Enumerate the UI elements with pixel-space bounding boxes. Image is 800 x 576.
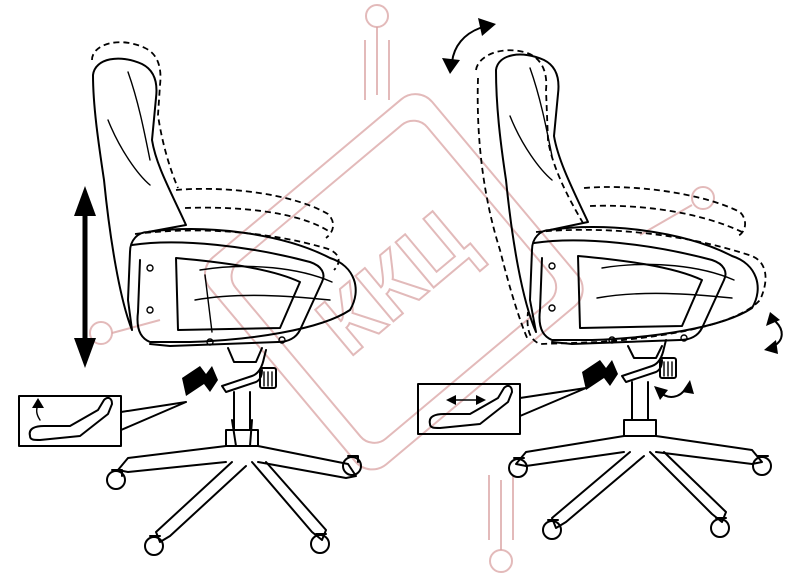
lever-up-arrow-icon	[32, 398, 44, 421]
pointer-arrow-icon	[582, 360, 618, 390]
watermark-text: ККЦ	[299, 192, 489, 374]
backrest-tilted-outline	[475, 49, 587, 229]
backrest-raised-outline	[91, 41, 179, 189]
watermark-circle-top	[365, 4, 389, 28]
watermark-frame-outer	[203, 93, 584, 471]
height-lever-callout	[18, 395, 187, 447]
lever-detail	[428, 384, 513, 429]
casters	[106, 455, 362, 556]
curved-arrow-icon	[654, 380, 694, 400]
lever-detail	[28, 396, 113, 441]
gas-lift	[623, 381, 657, 437]
watermark-frame-inner	[230, 119, 558, 444]
curved-arrow-icon	[764, 312, 783, 354]
lever-horizontal-arrow-icon	[446, 395, 486, 405]
star-base	[515, 435, 763, 529]
seat	[538, 226, 759, 341]
chair-left	[18, 41, 362, 556]
star-base	[117, 419, 357, 543]
watermark-circle-bottom	[489, 549, 513, 573]
tension-knob	[259, 367, 277, 389]
armrest	[533, 239, 727, 345]
seat-raised-outline	[175, 187, 334, 239]
watermark: ККЦ	[89, 4, 715, 573]
seat-mechanism	[627, 345, 663, 359]
seat	[136, 228, 357, 343]
tension-knob	[659, 357, 677, 379]
backrest	[495, 53, 589, 333]
vertical-double-arrow-icon	[74, 186, 96, 368]
watermark-circle-right	[691, 186, 715, 210]
seat-mechanism	[227, 347, 263, 363]
curved-arrow-icon	[442, 18, 496, 74]
seat-tilted-outline	[583, 186, 746, 237]
casters	[508, 455, 772, 540]
gas-lift	[225, 391, 259, 447]
backrest	[92, 57, 187, 331]
tilt-lever-callout	[417, 383, 587, 435]
chair-right	[417, 18, 783, 540]
armrest	[131, 241, 325, 347]
pointer-arrow-icon	[182, 366, 218, 396]
